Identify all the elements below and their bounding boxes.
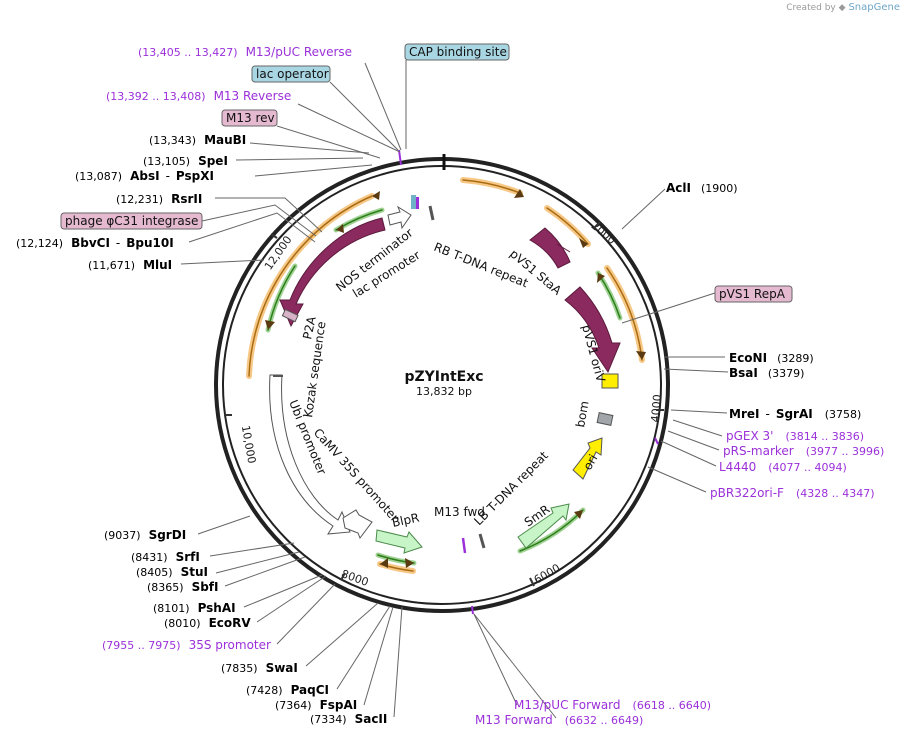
- primer-m13puc-fwd: M13/pUC Forward(6618 .. 6640): [514, 698, 711, 712]
- enzyme-bsai: BsaI(3379): [729, 366, 804, 380]
- tick-marks: [224, 221, 664, 587]
- enzyme-swai: (7835)SwaI: [221, 661, 298, 675]
- tick-6000: 6000: [532, 561, 563, 586]
- enzyme-stui: (8405)StuI: [136, 565, 208, 579]
- label-cap-binding: CAP binding site: [409, 45, 507, 59]
- m13-fwd-mark: [461, 537, 467, 554]
- enzyme-labels: AclI(1900) EcoNI(3289) BsaI(3379) MreI-S…: [16, 133, 861, 726]
- plasmid-size: 13,832 bp: [416, 385, 472, 398]
- enzyme-srfi: (8431)SrfI: [131, 550, 200, 564]
- pvs1-oriv-box: [601, 373, 619, 389]
- label-pvs1-repa: pVS1 RepA: [719, 287, 786, 301]
- label-blpr: BlpR: [391, 511, 421, 530]
- orf-arrowheads: [265, 189, 646, 568]
- backbone-inner: [222, 165, 662, 605]
- plasmid-name: pZYIntExc: [404, 369, 483, 385]
- smr-arrow: [517, 503, 570, 549]
- snapgene-credit: Created by ◆ SnapGene: [786, 2, 900, 13]
- orf-arc-top: [460, 177, 523, 196]
- primer-35s: (7955 .. 7975)35S promoter: [102, 638, 271, 652]
- enzyme-maubi: (13,343)MauBI: [149, 133, 246, 147]
- primer-pbr322ori: pBR322ori-F(4328 .. 4347): [710, 486, 875, 500]
- bom-box: [596, 412, 614, 426]
- orf-arcs: [246, 177, 645, 574]
- enzyme-absi: (13,087)AbsI-PspXI: [75, 169, 214, 183]
- enzyme-rsrii: (12,231)RsrII: [116, 192, 202, 206]
- camv-promoter-arrow: [342, 509, 373, 540]
- enzyme-sgrdi: (9037)SgrDI: [104, 528, 186, 542]
- rb-repeat-mark: [428, 205, 435, 221]
- enzyme-mlui: (11,671)MluI: [88, 258, 172, 272]
- primer-pgex3: pGEX 3'(3814 .. 3836): [726, 429, 864, 443]
- label-m13-fwd: M13 fwd: [434, 505, 485, 519]
- primer-m13-fwd: M13 Forward(6632 .. 6649): [475, 713, 643, 727]
- ori-arrow: [572, 437, 603, 480]
- enzyme-pshai: (8101)PshAI: [153, 601, 236, 615]
- primer-labels: (13,405 .. 13,427)M13/pUC Reverse (13,39…: [102, 45, 884, 727]
- primer-m13-rev: (13,392 .. 13,408)M13 Reverse: [106, 89, 291, 103]
- backbone-outer: [214, 157, 670, 613]
- tick-10000: 10,000: [239, 424, 258, 464]
- primer-prs-marker: pRS-marker(3977 .. 3996): [723, 444, 884, 458]
- snapgene-logo-icon: ◆: [838, 3, 846, 13]
- primer-l4440: L4440(4077 .. 4094): [719, 460, 847, 474]
- label-ori: ori: [580, 452, 600, 473]
- label-p2a: P2A: [300, 314, 319, 340]
- lb-repeat-mark: [478, 533, 486, 549]
- label-bom: bom: [573, 400, 591, 429]
- label-phic31: phage φC31 integrase: [65, 214, 198, 228]
- tick-2000: 2000: [589, 219, 619, 247]
- enzyme-paqci: (7428)PaqCI: [246, 683, 329, 697]
- enzyme-econi: EcoNI(3289): [729, 351, 814, 365]
- enzyme-fspai: (7364)FspAI: [275, 698, 357, 712]
- tick-4000: 4000: [649, 394, 664, 423]
- pvs1-stai-arrow: [529, 227, 571, 269]
- label-lac-operator: lac operator: [256, 67, 329, 81]
- leader-lines: [180, 60, 729, 719]
- label-m13-rev: M13 rev: [226, 111, 275, 125]
- enzyme-spei: (13,105)SpeI: [143, 154, 228, 168]
- lac-promoter-arrow: [387, 205, 412, 230]
- enzyme-acli: AclI(1900): [666, 181, 738, 195]
- lac-operator-mark: [411, 195, 416, 209]
- m13-rev-mark: [416, 197, 419, 209]
- enzyme-sacii: (7334)SacII: [310, 712, 387, 726]
- feature-shapes: [269, 149, 659, 615]
- enzyme-ecorv: (8010)EcoRV: [164, 616, 251, 630]
- blpr-arrow: [375, 529, 423, 554]
- enzyme-bbvci: (12,124)BbvCI-Bpu10I: [16, 236, 174, 250]
- p2a-box: [281, 308, 299, 323]
- enzyme-sbfi: (8365)SbfI: [147, 580, 219, 594]
- primer-m13puc-rev: (13,405 .. 13,427)M13/pUC Reverse: [138, 45, 352, 59]
- pvs1-repa-arrow: [564, 286, 621, 374]
- enzyme-mrei: MreI-SgrAI(3758): [729, 407, 861, 421]
- boxed-labels: CAP binding site lac operator M13 rev ph…: [60, 43, 793, 303]
